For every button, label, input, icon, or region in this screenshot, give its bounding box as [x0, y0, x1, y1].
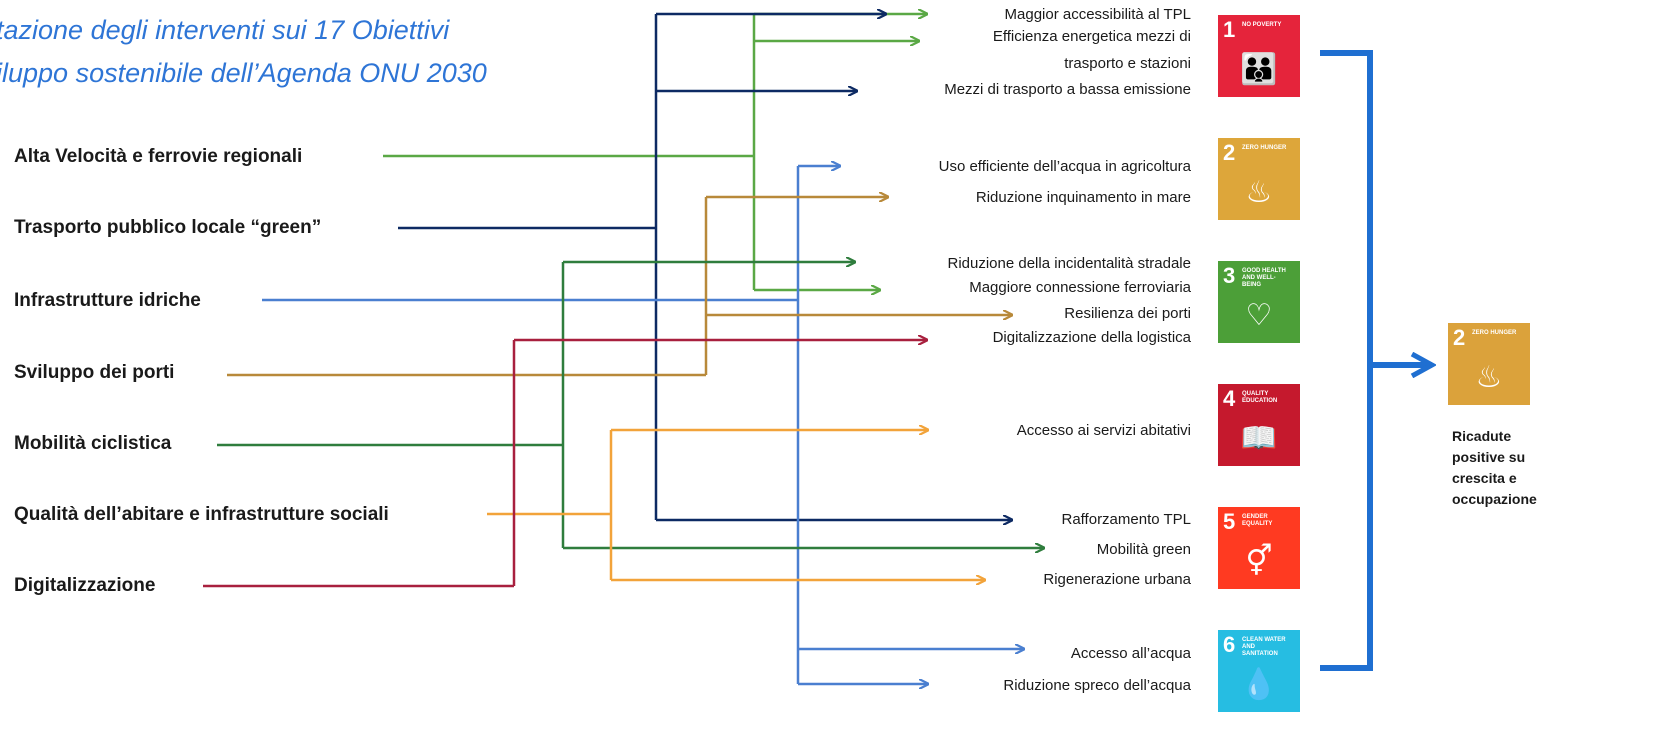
- sdg-tile-3: 3 GOOD HEALTH AND WELL-BEING ♡: [1218, 261, 1300, 343]
- diagram-title-line-2: iluppo sostenibile dell’Agenda ONU 2030: [0, 58, 487, 88]
- book-icon: 📖: [1240, 422, 1278, 455]
- target-inquinamento-mare: Riduzione inquinamento in mare: [975, 189, 1191, 206]
- links-infrastrutture-idriche: [262, 166, 1024, 684]
- heartbeat-icon: ♡: [1245, 299, 1273, 332]
- sdg-tile-number: 1: [1223, 17, 1236, 42]
- links-qualita-abitare: [487, 430, 985, 580]
- result-sdg-tile: 2 ZERO HUNGER ♨: [1448, 323, 1530, 405]
- water-drop-icon: 💧: [1240, 668, 1278, 701]
- links-sviluppo-porti: [227, 197, 1012, 377]
- result-label-line: positive su: [1452, 449, 1526, 465]
- target-accessibilita-tpl: Maggior accessibilità al TPL: [1004, 6, 1191, 23]
- sdg-tile-caption: GOOD HEALTH AND WELL-BEING: [1242, 268, 1286, 288]
- food-bowl-icon: ♨: [1475, 361, 1503, 394]
- sdg-tile-number: 6: [1223, 632, 1236, 657]
- sdg-tile-1: 1 NO POVERTY 👪: [1218, 15, 1300, 97]
- sdg-tile-caption: ZERO HUNGER: [1242, 145, 1287, 151]
- food-bowl-icon: ♨: [1245, 176, 1273, 209]
- result-label-line: crescita e: [1452, 470, 1517, 486]
- sdg-tile-caption: GENDER EQUALITY: [1242, 514, 1273, 527]
- target-incidentalita-stradale: Riduzione della incidentalità stradale: [947, 255, 1192, 272]
- target-rigenerazione-urbana: Rigenerazione urbana: [1043, 571, 1191, 588]
- sdg-tile-number: 4: [1223, 386, 1236, 411]
- sdg-tile-caption: NO POVERTY: [1242, 22, 1282, 28]
- sdg-tile-caption: ZERO HUNGER: [1472, 330, 1517, 336]
- target-riduzione-spreco-acqua: Riduzione spreco dell’acqua: [1003, 677, 1191, 694]
- gender-equality-icon: ⚥: [1245, 545, 1273, 578]
- target-accesso-acqua: Accesso all’acqua: [1070, 645, 1191, 662]
- target-connessione-ferroviaria: Maggiore connessione ferroviaria: [969, 279, 1191, 296]
- target-mobilita-green: Mobilità green: [1096, 541, 1191, 558]
- target-servizi-abitativi: Accesso ai servizi abitativi: [1016, 422, 1191, 439]
- source-alta-velocita: Alta Velocità e ferrovie regionali: [14, 146, 303, 167]
- source-tpl-green: Trasporto pubblico locale “green”: [14, 217, 322, 238]
- source-mobilita-ciclistica: Mobilità ciclistica: [14, 433, 172, 454]
- sdg-tile-6: 6 CLEAN WATER AND SANITATION 💧: [1218, 630, 1300, 712]
- result-label: Ricadute positive su crescita e occupazi…: [1452, 426, 1572, 510]
- sdg-tile-number: 5: [1223, 509, 1236, 534]
- source-sviluppo-porti: Sviluppo dei porti: [14, 362, 175, 383]
- sdg-tile-2: 2 ZERO HUNGER ♨: [1218, 138, 1300, 220]
- diagram-title-line-1: tazione degli interventi sui 17 Obiettiv…: [0, 15, 450, 45]
- sdg-tile-5: 5 GENDER EQUALITY ⚥: [1218, 507, 1300, 589]
- source-infrastrutture-idriche: Infrastrutture idriche: [14, 290, 201, 311]
- target-efficienza-energetica-1: Efficienza energetica mezzi di: [992, 28, 1191, 45]
- source-digitalizzazione: Digitalizzazione: [14, 575, 156, 596]
- result-label-line: occupazione: [1452, 491, 1537, 507]
- sdg-tile-number: 2: [1223, 140, 1236, 165]
- sdg-tile-number: 2: [1453, 325, 1466, 350]
- result-label-line: Ricadute: [1452, 428, 1512, 444]
- target-resilienza-porti: Resilienza dei porti: [1064, 305, 1191, 322]
- family-icon: 👪: [1240, 53, 1278, 86]
- target-digitalizzazione-logistica: Digitalizzazione della logistica: [992, 329, 1191, 346]
- links-digitalizzazione: [203, 340, 927, 588]
- target-mezzi-bassa-emissione: Mezzi di trasporto a bassa emissione: [944, 81, 1191, 98]
- target-uso-efficiente-acqua: Uso efficiente dell’acqua in agricoltura: [938, 158, 1191, 175]
- target-rafforzamento-tpl: Rafforzamento TPL: [1061, 511, 1191, 528]
- sdg-bracket: [1320, 50, 1432, 671]
- sdg-tile-4: 4 QUALITY EDUCATION 📖: [1218, 384, 1300, 466]
- links-mobilita-ciclistica: [217, 262, 1044, 548]
- sdg-tile-number: 3: [1223, 263, 1236, 288]
- target-efficienza-energetica-2: trasporto e stazioni: [1064, 55, 1191, 72]
- links-tpl-green: [398, 14, 1012, 520]
- sdg-tile-caption: CLEAN WATER AND SANITATION: [1242, 637, 1286, 657]
- sdg-tile-caption: QUALITY EDUCATION: [1242, 391, 1278, 404]
- source-qualita-abitare: Qualità dell’abitare e infrastrutture so…: [14, 504, 389, 525]
